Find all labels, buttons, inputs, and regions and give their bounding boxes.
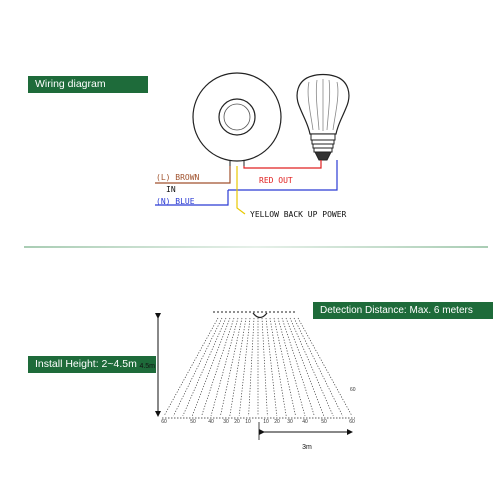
detection-distance-label: Detection Distance: Max. 6 meters — [313, 302, 493, 319]
motion-sensor-icon — [192, 72, 282, 166]
tick-label: 20 — [274, 419, 280, 425]
tick-label: 40 — [302, 419, 308, 425]
detection-ray — [281, 317, 315, 417]
detection-rays — [163, 317, 353, 417]
tick-label: 30 — [223, 419, 229, 425]
side-angle-label: 60 — [350, 387, 356, 393]
tick-label: 20 — [234, 419, 240, 425]
yellow-wire-label: YELLOW BACK UP POWER — [250, 210, 347, 219]
tick-label: 50 — [190, 419, 196, 425]
wiring-diagram: (L) BROWN IN (N) BLUE RED OUT YELLOW BAC… — [155, 72, 350, 219]
detection-ray — [273, 317, 296, 417]
tick-label: 60 — [349, 419, 355, 425]
tick-label: 10 — [263, 419, 269, 425]
red-wire — [243, 160, 322, 169]
blue-wire — [155, 190, 229, 206]
tick-label: 10 — [245, 419, 251, 425]
detection-ray — [229, 317, 247, 417]
blue-return-wire — [228, 160, 338, 191]
detection-ray — [285, 317, 325, 417]
detection-ray — [261, 317, 268, 417]
detection-ray — [265, 317, 278, 417]
tick-label: 50 — [321, 419, 327, 425]
detection-ray — [293, 317, 343, 417]
tick-label: 30 — [287, 419, 293, 425]
section-divider — [24, 246, 488, 248]
detection-ray — [277, 317, 306, 417]
yellow-wire — [236, 166, 246, 215]
detection-ray — [220, 317, 243, 417]
detection-ray — [191, 317, 231, 417]
tick-label: 40 — [208, 419, 214, 425]
detection-ray — [210, 317, 239, 417]
sensor-icon — [252, 312, 268, 319]
light-bulb-icon — [296, 73, 350, 161]
in-label: IN — [166, 185, 176, 194]
detection-ray — [297, 317, 353, 417]
distance-value: 3m — [302, 444, 312, 451]
detection-ray — [269, 317, 287, 417]
detection-ray — [201, 317, 235, 417]
detection-ray — [182, 317, 227, 417]
detection-ray — [173, 317, 223, 417]
wiring-diagram-label: Wiring diagram — [28, 76, 148, 93]
detection-ray — [289, 317, 334, 417]
detection-ray — [163, 317, 219, 417]
blue-wire-label: (N) BLUE — [156, 197, 195, 206]
install-height-label: Install Height: 2~4.5m — [28, 356, 156, 373]
tick-label: 60 — [161, 419, 167, 425]
brown-wire — [155, 166, 231, 184]
angle-ticks: 60 50 40 30 20 10 10 20 30 40 50 60 — [161, 419, 355, 425]
red-out-label: RED OUT — [259, 176, 293, 185]
detection-ray — [238, 317, 251, 417]
detection-ray — [248, 317, 255, 417]
brown-wire-label: (L) BROWN — [156, 173, 200, 182]
